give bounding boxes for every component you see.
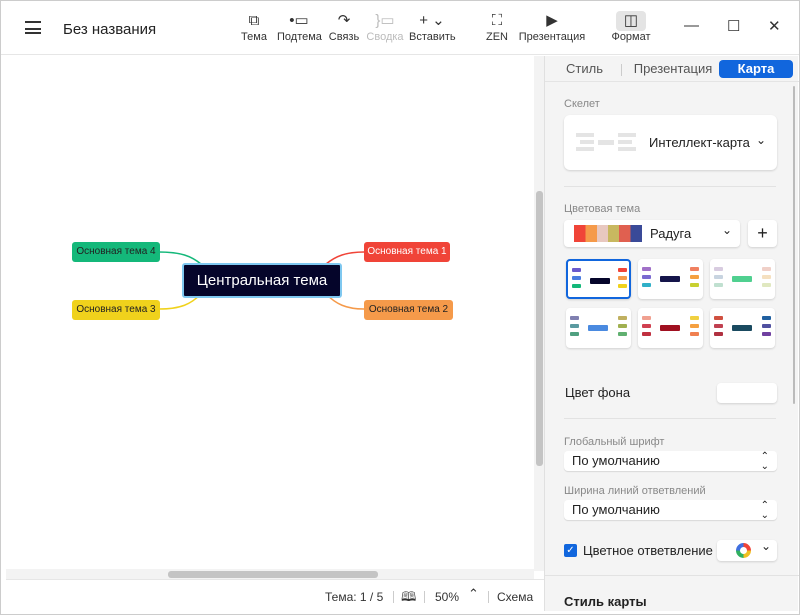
relationship-icon: ↷	[337, 12, 351, 29]
subtopic-label: Подтема	[277, 31, 322, 43]
divider	[564, 418, 776, 419]
hamburger-menu-icon[interactable]	[25, 21, 41, 34]
summary-icon: }▭	[375, 12, 395, 29]
insert-label: Вставить	[409, 31, 456, 43]
relationship-label: Связь	[328, 31, 360, 43]
color-theme-value: Радуга	[650, 226, 692, 241]
rainbow-palette-swatch	[574, 225, 642, 242]
format-button[interactable]: ◫Формат	[609, 11, 653, 43]
status-bar: Тема: 1 / 5 🕮 50% ⌃ Схема	[6, 579, 544, 611]
branch-color-select[interactable]: ⌄	[717, 539, 777, 561]
title-bar: Без названия ⧉ Тема •▭ Подтема ↷ Связь }▭ Св…	[1, 1, 799, 55]
main-topic-1[interactable]: Основная тема 1	[364, 242, 450, 262]
zoom-stepper-icon[interactable]: ⌃	[468, 586, 479, 601]
branch-line-4	[158, 251, 202, 265]
topic-icon: ⧉	[248, 12, 260, 29]
divider	[545, 575, 799, 576]
skeleton-value: Интеллект-карта	[649, 135, 750, 150]
divider	[488, 591, 489, 603]
book-map-icon[interactable]: 🕮	[401, 589, 417, 604]
relationship-button[interactable]: ↷ Связь	[328, 11, 360, 43]
maximize-icon[interactable]: ☐	[727, 18, 741, 35]
theme-thumbnail-4[interactable]	[566, 308, 631, 348]
mind-map-skeleton-icon	[576, 133, 636, 151]
chevron-down-icon: ⌄	[756, 133, 767, 147]
summary-button[interactable]: }▭ Сводка	[366, 11, 404, 43]
divider	[424, 591, 425, 603]
summary-label: Сводка	[366, 31, 404, 43]
presentation-button[interactable]: ▶ Презентация	[518, 11, 586, 43]
outline-button[interactable]: Схема	[497, 590, 534, 604]
topic-label: Тема	[241, 31, 267, 43]
insert-button[interactable]: + ⌄ Вставить	[409, 11, 456, 43]
zen-label: ZEN	[486, 31, 508, 43]
skeleton-label: Скелет	[564, 98, 600, 110]
branch-width-select[interactable]: По умолчанию ⌃⌄	[564, 500, 777, 521]
chevron-down-icon: ⌄	[722, 223, 733, 237]
minimize-icon[interactable]: —	[684, 17, 699, 34]
updown-chevron-icon: ⌃⌄	[760, 500, 769, 521]
tab-presentation[interactable]: Презентация	[633, 61, 713, 76]
colored-branch-label: Цветное ответвление	[583, 543, 713, 558]
theme-thumbnail-3[interactable]	[710, 259, 775, 299]
divider	[564, 186, 776, 187]
document-title[interactable]: Без названия	[63, 21, 157, 38]
global-font-value: По умолчанию	[572, 453, 660, 468]
zen-icon: ⛶	[491, 12, 503, 29]
updown-chevron-icon: ⌃⌄	[760, 451, 769, 472]
global-font-select[interactable]: По умолчанию ⌃⌄	[564, 451, 777, 472]
tab-map[interactable]: Карта	[719, 60, 793, 78]
branch-line-1	[325, 251, 365, 265]
format-label: Формат	[611, 31, 651, 43]
tab-style[interactable]: Стиль	[566, 61, 603, 76]
theme-thumbnail-5[interactable]	[638, 308, 703, 348]
branch-width-label: Ширина линий ответвлений	[564, 485, 706, 497]
theme-thumbnail-1[interactable]	[566, 259, 631, 299]
horizontal-scrollbar[interactable]	[6, 569, 534, 579]
chevron-down-icon: ⌄	[761, 539, 772, 553]
main-topic-4[interactable]: Основная тема 4	[72, 242, 160, 262]
add-theme-button[interactable]: +	[748, 220, 777, 247]
main-topic-3[interactable]: Основная тема 3	[72, 300, 160, 320]
main-topic-2[interactable]: Основная тема 2	[364, 300, 453, 320]
panel-scrollbar[interactable]	[793, 86, 795, 404]
central-topic[interactable]: Центральная тема	[182, 263, 342, 298]
zen-button[interactable]: ⛶ ZEN	[482, 11, 512, 43]
colored-branch-checkbox[interactable]: ✓	[564, 544, 577, 557]
branch-width-value: По умолчанию	[572, 502, 660, 517]
format-icon: ◫	[616, 11, 646, 31]
divider	[621, 64, 622, 76]
global-font-label: Глобальный шрифт	[564, 436, 665, 448]
color-theme-select[interactable]: Радуга ⌄	[564, 220, 740, 247]
bg-color-picker[interactable]	[717, 383, 777, 403]
subtopic-icon: •▭	[289, 12, 309, 29]
insert-icon: + ⌄	[419, 12, 445, 29]
bg-color-label: Цвет фона	[565, 385, 631, 400]
theme-thumbnail-2[interactable]	[638, 259, 703, 299]
panel-tabs: Стиль Презентация Карта	[545, 56, 799, 82]
theme-thumbnail-6[interactable]	[710, 308, 775, 348]
zoom-level[interactable]: 50%	[435, 590, 460, 604]
map-style-heading: Стиль карты	[564, 594, 647, 609]
topic-button[interactable]: ⧉ Тема	[239, 11, 269, 43]
color-theme-label: Цветовая тема	[564, 203, 641, 215]
color-wheel-icon	[736, 543, 751, 558]
skeleton-select[interactable]: Интеллект-карта ⌄	[564, 115, 777, 170]
divider	[393, 591, 394, 603]
presentation-label: Презентация	[518, 31, 586, 43]
subtopic-button[interactable]: •▭ Подтема	[277, 11, 322, 43]
close-icon[interactable]: ✕	[768, 18, 781, 35]
presentation-icon: ▶	[546, 12, 558, 29]
vertical-scrollbar[interactable]	[534, 56, 544, 571]
format-panel: Стиль Презентация Карта Скелет Интеллект…	[544, 56, 799, 611]
topic-count: Тема: 1 / 5	[325, 590, 384, 604]
